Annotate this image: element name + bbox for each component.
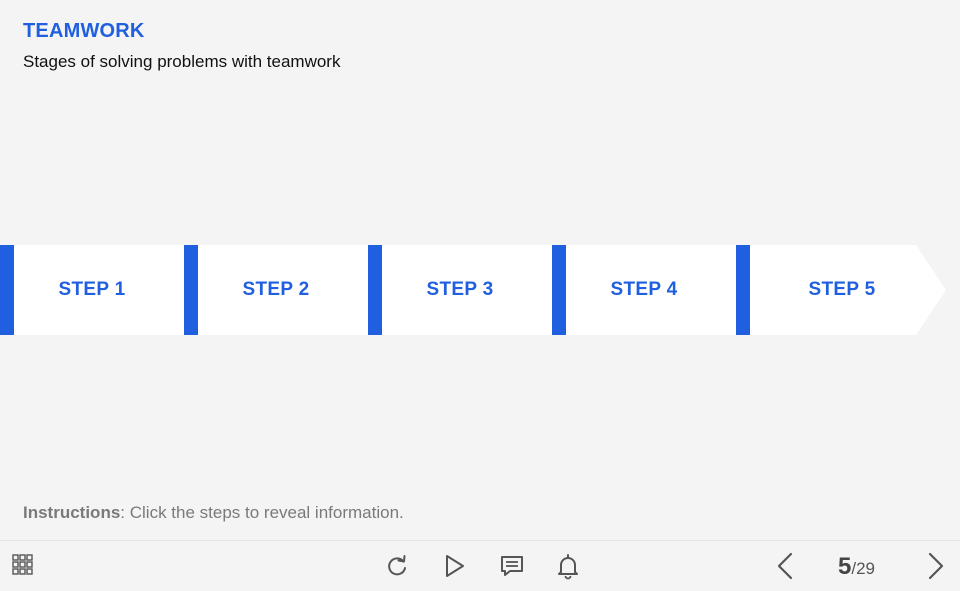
step-5-arrow-shape — [736, 245, 946, 335]
grid-menu-icon — [12, 554, 33, 575]
step-5-label: STEP 5 — [808, 279, 876, 300]
replay-button[interactable] — [382, 551, 412, 581]
step-2-label: STEP 2 — [242, 279, 310, 300]
notes-icon — [501, 556, 523, 576]
slide-counter: 5/29 — [838, 553, 875, 581]
step-3-label: STEP 3 — [426, 279, 494, 300]
notifications-button[interactable] — [553, 551, 583, 581]
play-icon — [446, 555, 464, 577]
instructions: Instructions: Click the steps to reveal … — [23, 503, 404, 523]
menu-button[interactable] — [10, 551, 40, 581]
replay-icon — [388, 555, 406, 576]
chevron-right-icon — [928, 552, 944, 580]
instructions-text: : Click the steps to reveal information. — [120, 503, 404, 522]
slide-title: TEAMWORK — [23, 20, 145, 42]
instructions-label: Instructions — [23, 503, 121, 522]
next-slide-button[interactable] — [920, 551, 950, 581]
current-slide-number: 5 — [838, 553, 852, 580]
step-4-label: STEP 4 — [610, 279, 678, 300]
chevron-left-icon — [777, 552, 793, 580]
step-4-button[interactable]: STEP 4 — [552, 245, 736, 335]
slide-subtitle: Stages of solving problems with teamwork — [23, 52, 341, 71]
player-toolbar — [0, 540, 960, 591]
step-1-button[interactable]: STEP 1 — [0, 245, 184, 335]
step-3-accent-bar — [368, 245, 382, 335]
play-button[interactable] — [439, 551, 469, 581]
step-5-button[interactable]: STEP 5 — [736, 245, 948, 335]
slide: TEAMWORK Stages of solving problems with… — [0, 20, 960, 523]
total-slides: /29 — [851, 559, 875, 578]
bell-icon — [558, 554, 578, 580]
step-3-button[interactable]: STEP 3 — [368, 245, 552, 335]
step-1-label: STEP 1 — [58, 279, 126, 300]
step-2-accent-bar — [184, 245, 198, 335]
steps-timeline: STEP 1 STEP 2 STEP 3 STEP 4 STEP 5 — [0, 245, 960, 335]
step-2-button[interactable]: STEP 2 — [184, 245, 368, 335]
notes-button[interactable] — [497, 551, 527, 581]
previous-slide-button[interactable] — [771, 551, 801, 581]
step-1-accent-bar — [0, 245, 14, 335]
step-4-accent-bar — [552, 245, 566, 335]
